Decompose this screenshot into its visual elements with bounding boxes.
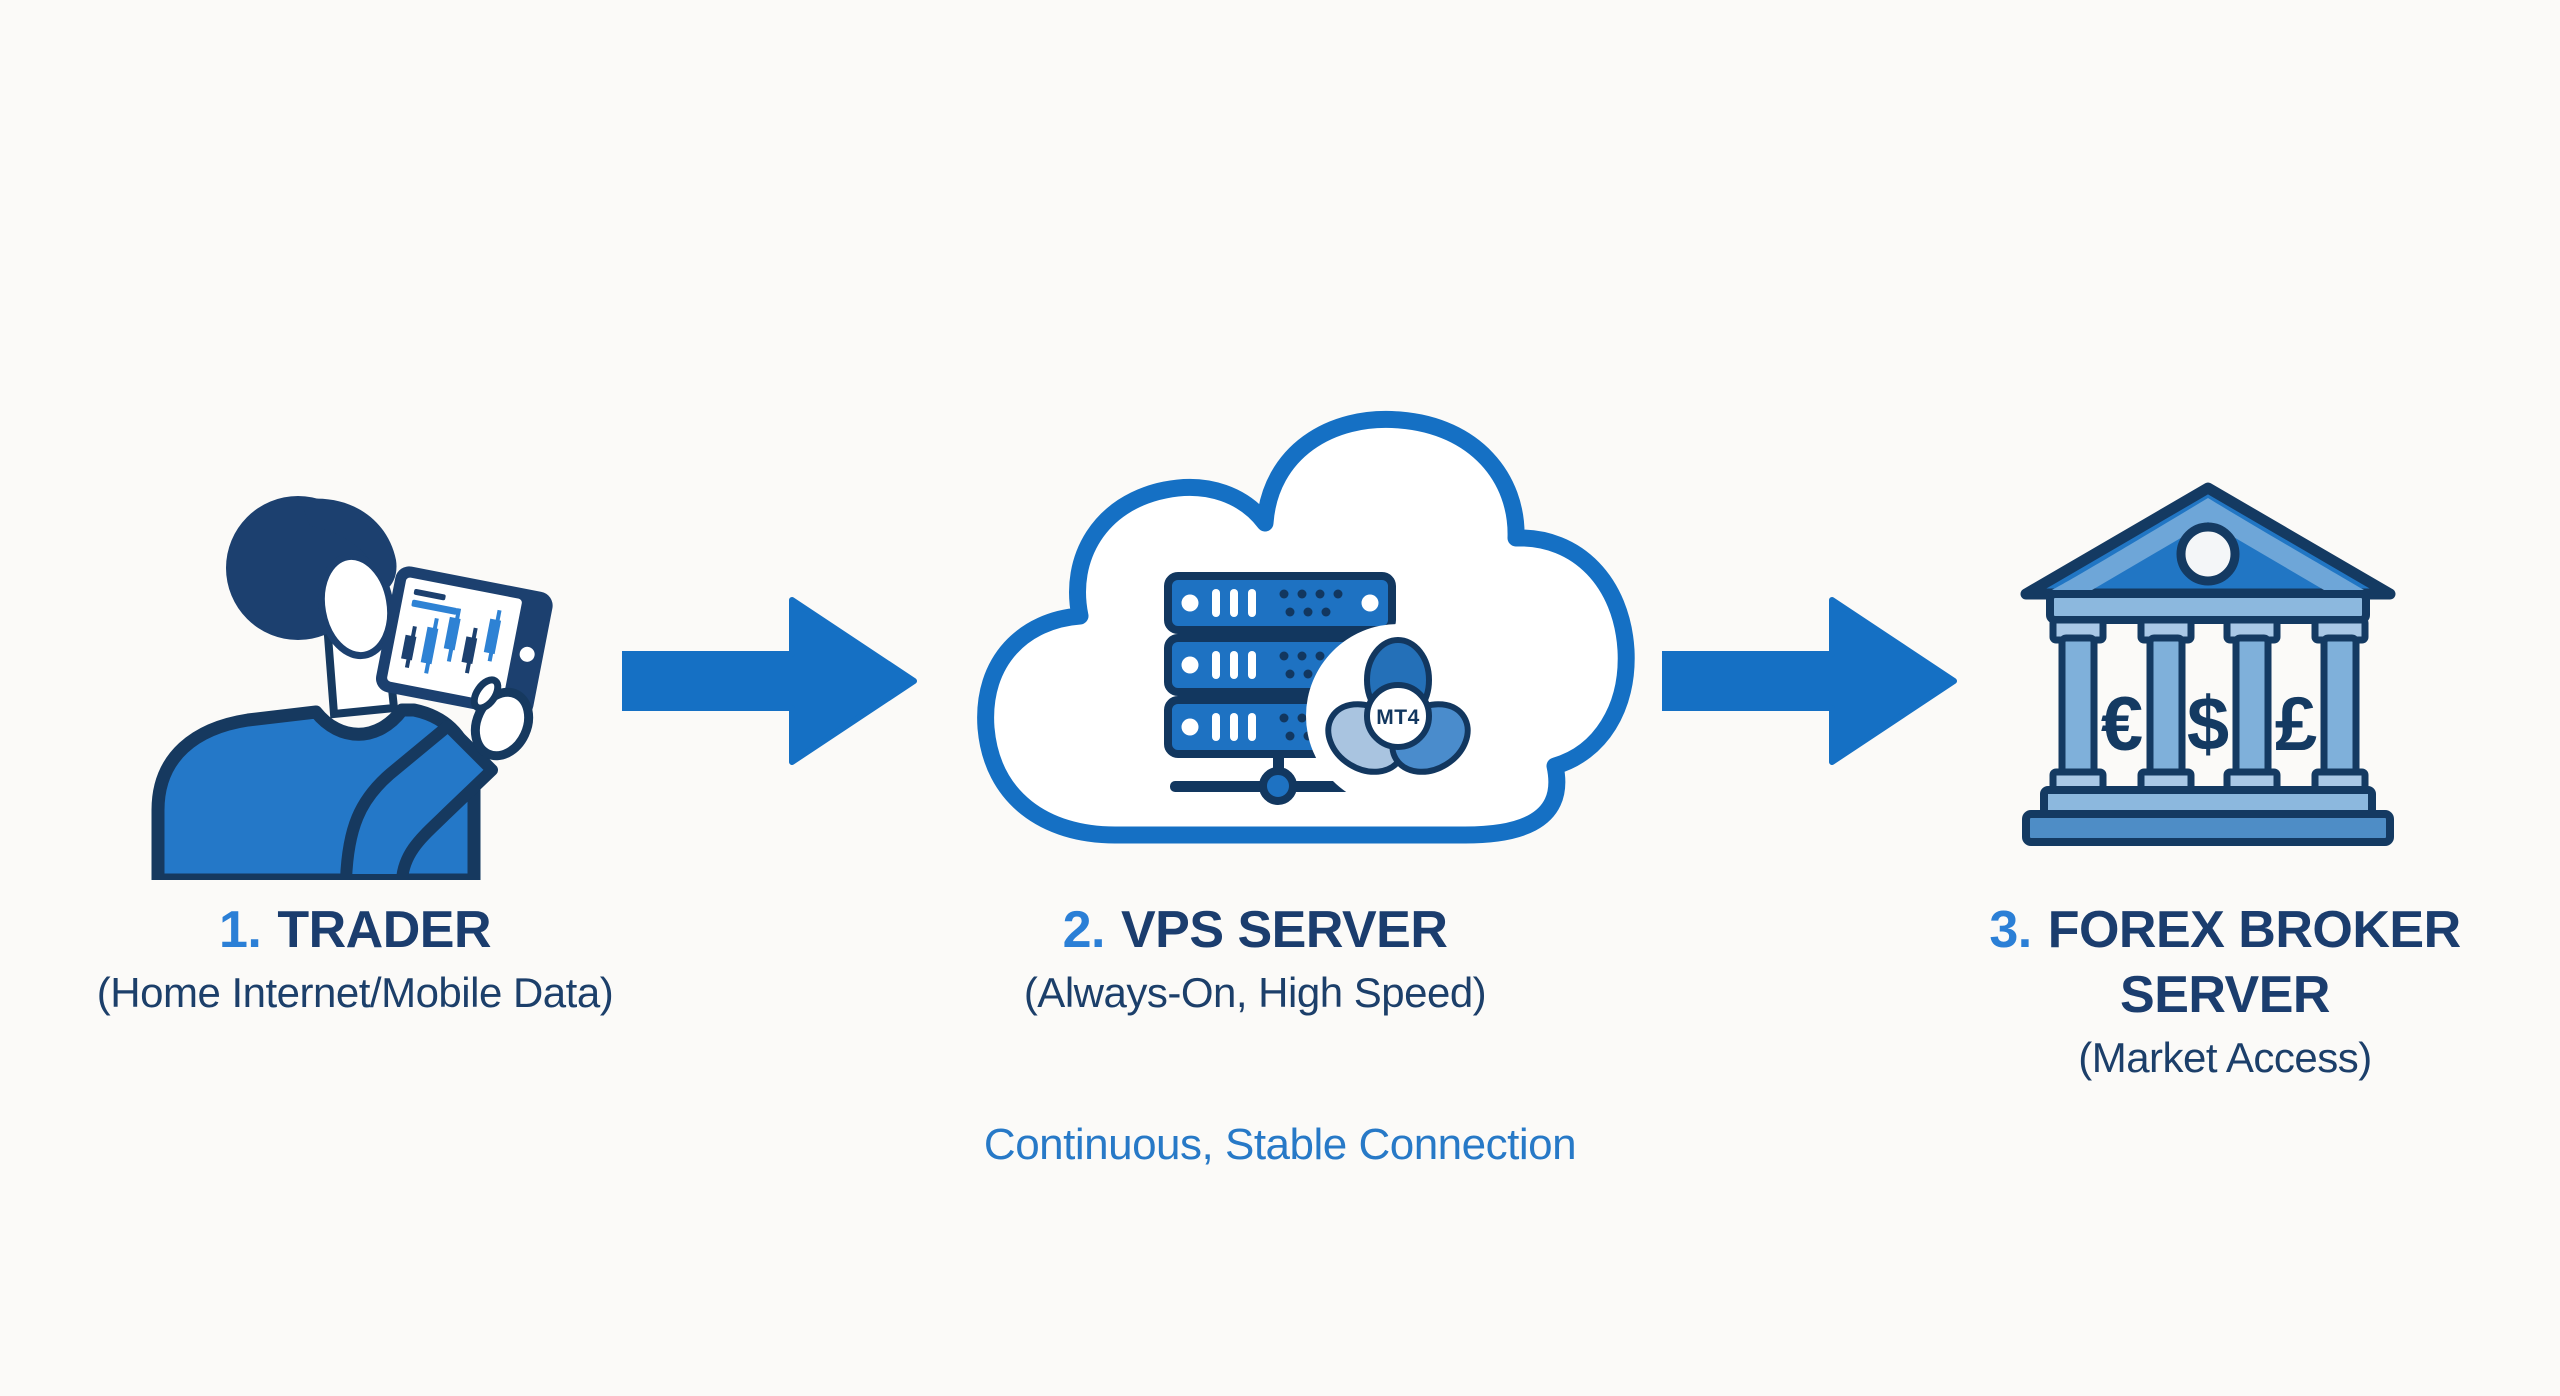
pediment-circle: [2176, 522, 2240, 586]
step-title: 3.FOREX BROKER SERVER: [1989, 901, 2461, 1024]
face: [317, 552, 395, 660]
flow-arrow-icon: [622, 596, 917, 766]
step-subtitle: (Market Access): [2078, 1034, 2372, 1081]
bank-icon: € $ £: [2018, 482, 2398, 852]
mt4-badge: MT4: [1306, 624, 1490, 808]
step-title: 1.TRADER: [218, 901, 492, 959]
bank-step-lower: [2022, 810, 2394, 846]
cloud-vps-server-icon: MT4: [950, 398, 1650, 858]
entablature: [2046, 590, 2370, 624]
step-title: 2.VPS SERVER: [1062, 901, 1448, 959]
column: [2049, 616, 2107, 794]
hair-fringe: [300, 498, 397, 590]
step-number: 1.: [218, 901, 262, 959]
step-vps-label: 2.VPS SERVER (Always-On, High Speed): [955, 898, 1555, 1017]
trader-illustration: [151, 496, 553, 880]
step-subtitle: (Home Internet/Mobile Data): [96, 969, 614, 1016]
home-button: [519, 646, 535, 662]
column: [2137, 616, 2195, 794]
trader-with-tablet-icon: [150, 468, 590, 880]
connection-caption: Continuous, Stable Connection: [983, 1120, 1577, 1169]
currency-dollar: $: [2187, 682, 2229, 767]
flow-arrow-icon: [1662, 596, 1957, 766]
step-subtitle: (Always-On, High Speed): [1023, 969, 1487, 1016]
column: [2311, 616, 2369, 794]
mt4-badge-label: MT4: [1376, 706, 1420, 729]
server-unit: [1164, 572, 1396, 634]
arm-sleeve: [340, 720, 498, 880]
thumb: [470, 676, 502, 712]
step-trader-label: 1.TRADER (Home Internet/Mobile Data): [55, 898, 655, 1017]
pediment-highlight: [2052, 498, 2364, 590]
step-number: 2.: [1062, 901, 1106, 959]
currency-euro: €: [2101, 682, 2143, 767]
candlestick-chart: [401, 588, 502, 674]
column: [2223, 616, 2281, 794]
tablet-icon: [375, 566, 553, 718]
step-number: 3.: [1989, 901, 2032, 959]
currency-pound: £: [2275, 682, 2317, 767]
network-node: [1170, 752, 1355, 805]
step-broker-label: 3.FOREX BROKER SERVER (Market Access): [1925, 898, 2525, 1082]
